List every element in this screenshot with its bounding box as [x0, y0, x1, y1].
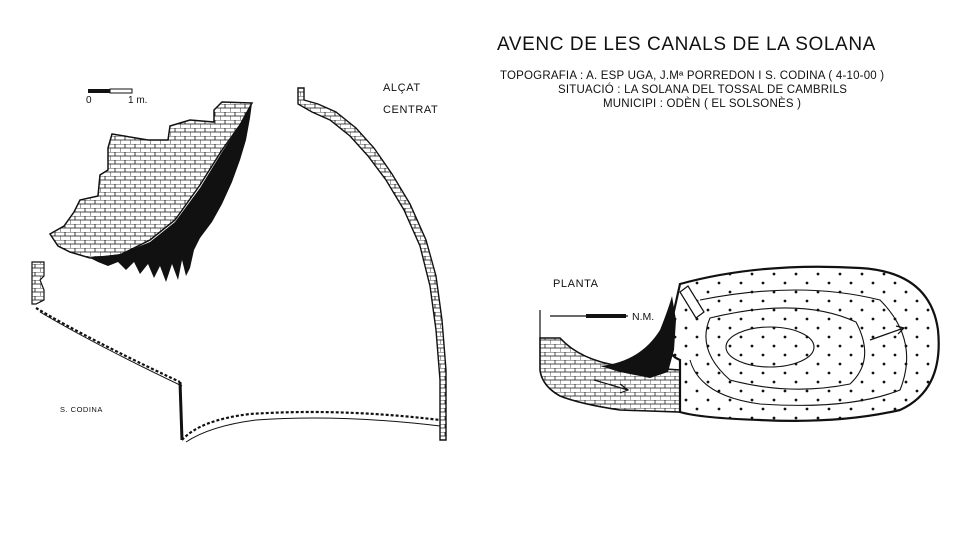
slope-arrows: [593, 325, 906, 394]
contour-outer: [689, 289, 908, 406]
scale-end-label: 1 m.: [128, 95, 148, 106]
left-lower-wall: [31, 261, 45, 305]
plan-cave-outline: [666, 265, 940, 422]
topography-credits: TOPOGRAFIA : A. ESP UGA, J.Mª PORREDON I…: [500, 70, 885, 82]
author-signature: S. CODINA: [60, 405, 103, 414]
section-label-line1: ALÇAT: [383, 82, 421, 94]
contour-mid: [705, 307, 866, 390]
floor-debris: [35, 307, 441, 443]
north-arrow: [550, 314, 628, 318]
plan-fallen-log: [679, 285, 705, 319]
section-label-line2: CENTRAT: [383, 104, 439, 116]
plan-label: PLANTA: [553, 278, 599, 290]
plan-entrance-passage: [539, 296, 681, 413]
plan-dark-shaft: [600, 296, 676, 378]
scale-start-label: 0: [86, 95, 92, 106]
contour-inner: [725, 326, 815, 368]
municipality-line: MUNICIPI : ODÈN ( EL SOLSONÈS ): [603, 98, 802, 110]
left-rock-wall: [48, 101, 254, 282]
north-label: N.M.: [632, 311, 655, 323]
location-line: SITUACIÓ : LA SOLANA DEL TOSSAL DE CAMBR…: [558, 84, 848, 96]
page-title: AVENC DE LES CANALS DE LA SOLANA: [497, 34, 876, 55]
scale-bar: [88, 88, 133, 94]
right-wall: [297, 87, 447, 441]
stalactite-fringe: [90, 103, 252, 282]
